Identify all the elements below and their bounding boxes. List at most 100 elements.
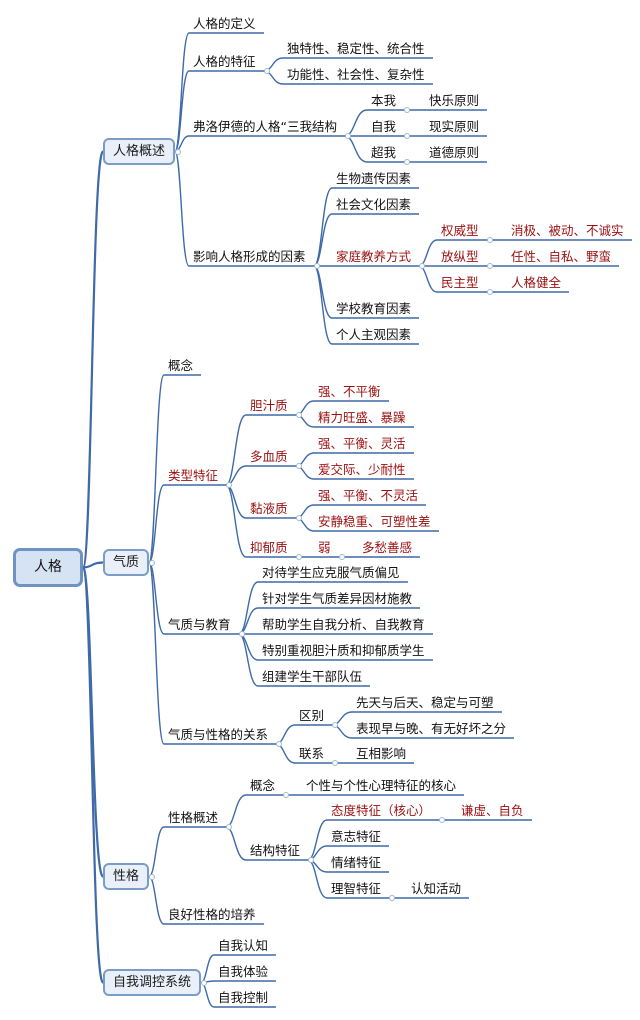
connector-line [225,794,247,828]
collapse-toggle-icon[interactable] [404,159,410,165]
topic-connection[interactable]: 联系 [299,746,325,761]
topic-democratic[interactable]: 民主型 [441,275,479,290]
topic-emotion-features[interactable]: 情绪特征 [331,855,382,870]
topic-parenting-style[interactable]: 家庭教养方式 [336,249,412,264]
topic-authoritarian[interactable]: 权威型 [441,223,479,238]
collapse-toggle-icon[interactable] [149,559,155,566]
collapse-toggle-icon[interactable] [226,482,232,488]
topic-democratic-outcome[interactable]: 人格健全 [511,275,562,290]
topic-permissive-outcome[interactable]: 任性、自私、野蛮 [511,249,612,264]
collapse-toggle-icon[interactable] [276,741,282,747]
topic-difference-1[interactable]: 先天与后天、稳定与可塑 [356,695,494,710]
branch-self-regulation[interactable]: 自我调控系统 [103,969,202,996]
topic-modest-conceited[interactable]: 谦虚、自负 [461,803,524,818]
connector-line [82,561,104,569]
topic-reality-principle[interactable]: 现实原则 [429,119,480,134]
collapse-toggle-icon[interactable] [314,263,320,269]
topic-superego[interactable]: 超我 [371,145,397,160]
topic-overcome-bias[interactable]: 对待学生应克服气质偏见 [262,565,400,580]
collapse-toggle-icon[interactable] [332,760,338,766]
topic-melancholic-weak[interactable]: 弱 [318,540,331,555]
topic-subjective-factors[interactable]: 个人主观因素 [336,327,412,342]
collapse-toggle-icon[interactable] [308,857,314,863]
topic-biological-factors[interactable]: 生物遗传因素 [336,171,412,186]
topic-trait-functionality[interactable]: 功能性、社会性、复杂性 [287,67,425,82]
topic-sanguine-trait-2[interactable]: 爱交际、少耐性 [318,462,406,477]
collapse-toggle-icon[interactable] [296,554,302,560]
collapse-toggle-icon[interactable] [339,554,345,560]
topic-character-concept[interactable]: 概念 [250,778,276,793]
topic-self-cognition[interactable]: 自我认知 [218,938,269,953]
topic-attitude-features[interactable]: 态度特征（核心） [331,803,432,818]
topic-will-features[interactable]: 意志特征 [331,829,382,844]
topic-choleric-trait-1[interactable]: 强、不平衡 [318,384,381,399]
topic-personality-traits[interactable]: 人格的特征 [193,54,256,69]
collapse-toggle-icon[interactable] [487,263,493,269]
collapse-toggle-icon[interactable] [487,237,493,243]
collapse-toggle-icon[interactable] [296,463,302,469]
collapse-toggle-icon[interactable] [439,817,445,823]
topic-pleasure-principle[interactable]: 快乐原则 [429,93,480,108]
topic-self-control[interactable]: 自我控制 [218,990,269,1005]
collapse-toggle-icon[interactable] [345,133,351,139]
topic-structure-features[interactable]: 结构特征 [250,843,301,858]
branch-character[interactable]: 性格 [103,863,150,890]
topic-temperament-concept[interactable]: 概念 [168,358,194,373]
topic-self-analysis[interactable]: 帮助学生自我分析、自我教育 [262,617,425,632]
branch-personality-overview[interactable]: 人格概述 [103,138,176,165]
topic-character-overview[interactable]: 性格概述 [168,810,219,825]
topic-sanguine-trait-1[interactable]: 强、平衡、灵活 [318,436,406,451]
topic-freud-structure[interactable]: 弗洛伊德的人格“三我结构 [193,119,337,134]
root-topic[interactable]: 人格 [13,548,83,587]
collapse-toggle-icon[interactable] [389,895,395,901]
topic-choleric-trait-2[interactable]: 精力旺盛、暴躁 [318,410,406,425]
topic-melancholic-sentimental[interactable]: 多愁善感 [362,540,413,555]
collapse-toggle-icon[interactable] [239,631,245,637]
topic-phlegmatic-trait-1[interactable]: 强、平衡、不灵活 [318,488,419,503]
collapse-toggle-icon[interactable] [487,289,493,295]
topic-melancholic[interactable]: 抑郁质 [250,540,288,555]
collapse-toggle-icon[interactable] [404,107,410,113]
branch-temperament[interactable]: 气质 [103,549,150,576]
topic-tailored-teaching[interactable]: 针对学生气质差异因材施教 [262,591,413,606]
topic-authoritarian-outcome[interactable]: 消极、被动、不诚实 [511,223,624,238]
topic-permissive[interactable]: 放纵型 [441,249,479,264]
topic-social-cultural-factors[interactable]: 社会文化因素 [336,197,412,212]
collapse-toggle-icon[interactable] [149,873,155,880]
topic-cognitive-activity[interactable]: 认知活动 [411,881,462,896]
collapse-toggle-icon[interactable] [226,824,232,830]
topic-personality-definition[interactable]: 人格的定义 [193,16,256,31]
collapse-toggle-icon[interactable] [296,412,302,418]
collapse-toggle-icon[interactable] [296,515,302,521]
collapse-toggle-icon[interactable] [404,133,410,139]
collapse-toggle-icon[interactable] [201,979,207,986]
topic-choleric[interactable]: 胆汁质 [250,398,288,413]
topic-good-character-cultivation[interactable]: 良好性格的培养 [168,907,256,922]
collapse-toggle-icon[interactable] [332,722,338,728]
connector-line [148,374,165,564]
topic-id[interactable]: 本我 [371,93,397,108]
collapse-toggle-icon[interactable] [264,68,270,74]
topic-temperament-education[interactable]: 气质与教育 [168,617,231,632]
topic-formation-factors[interactable]: 影响人格形成的因素 [193,249,306,264]
topic-intellect-features[interactable]: 理智特征 [331,881,382,896]
topic-phlegmatic[interactable]: 黏液质 [250,501,288,516]
topic-special-attention[interactable]: 特别重视胆汁质和抑郁质学生 [262,643,425,658]
collapse-toggle-icon[interactable] [175,148,181,155]
topic-temperament-character-relation[interactable]: 气质与性格的关系 [168,727,269,742]
topic-mutual-influence[interactable]: 互相影响 [356,746,407,761]
topic-phlegmatic-trait-2[interactable]: 安静稳重、可塑性差 [318,514,431,529]
topic-school-education-factors[interactable]: 学校教育因素 [336,301,412,316]
topic-difference[interactable]: 区别 [299,708,325,723]
topic-difference-2[interactable]: 表现早与晚、有无好坏之分 [356,721,507,736]
topic-trait-uniqueness[interactable]: 独特性、稳定性、统合性 [287,41,425,56]
topic-character-core[interactable]: 个性与个性心理特征的核心 [306,778,457,793]
topic-self-experience[interactable]: 自我体验 [218,964,269,979]
topic-sanguine[interactable]: 多血质 [250,449,288,464]
topic-ego[interactable]: 自我 [371,119,397,134]
topic-moral-principle[interactable]: 道德原则 [429,145,480,160]
topic-student-cadres[interactable]: 组建学生干部队伍 [262,669,363,684]
topic-type-features[interactable]: 类型特征 [168,468,219,483]
collapse-toggle-icon[interactable] [283,792,289,798]
collapse-toggle-icon[interactable] [419,263,425,269]
